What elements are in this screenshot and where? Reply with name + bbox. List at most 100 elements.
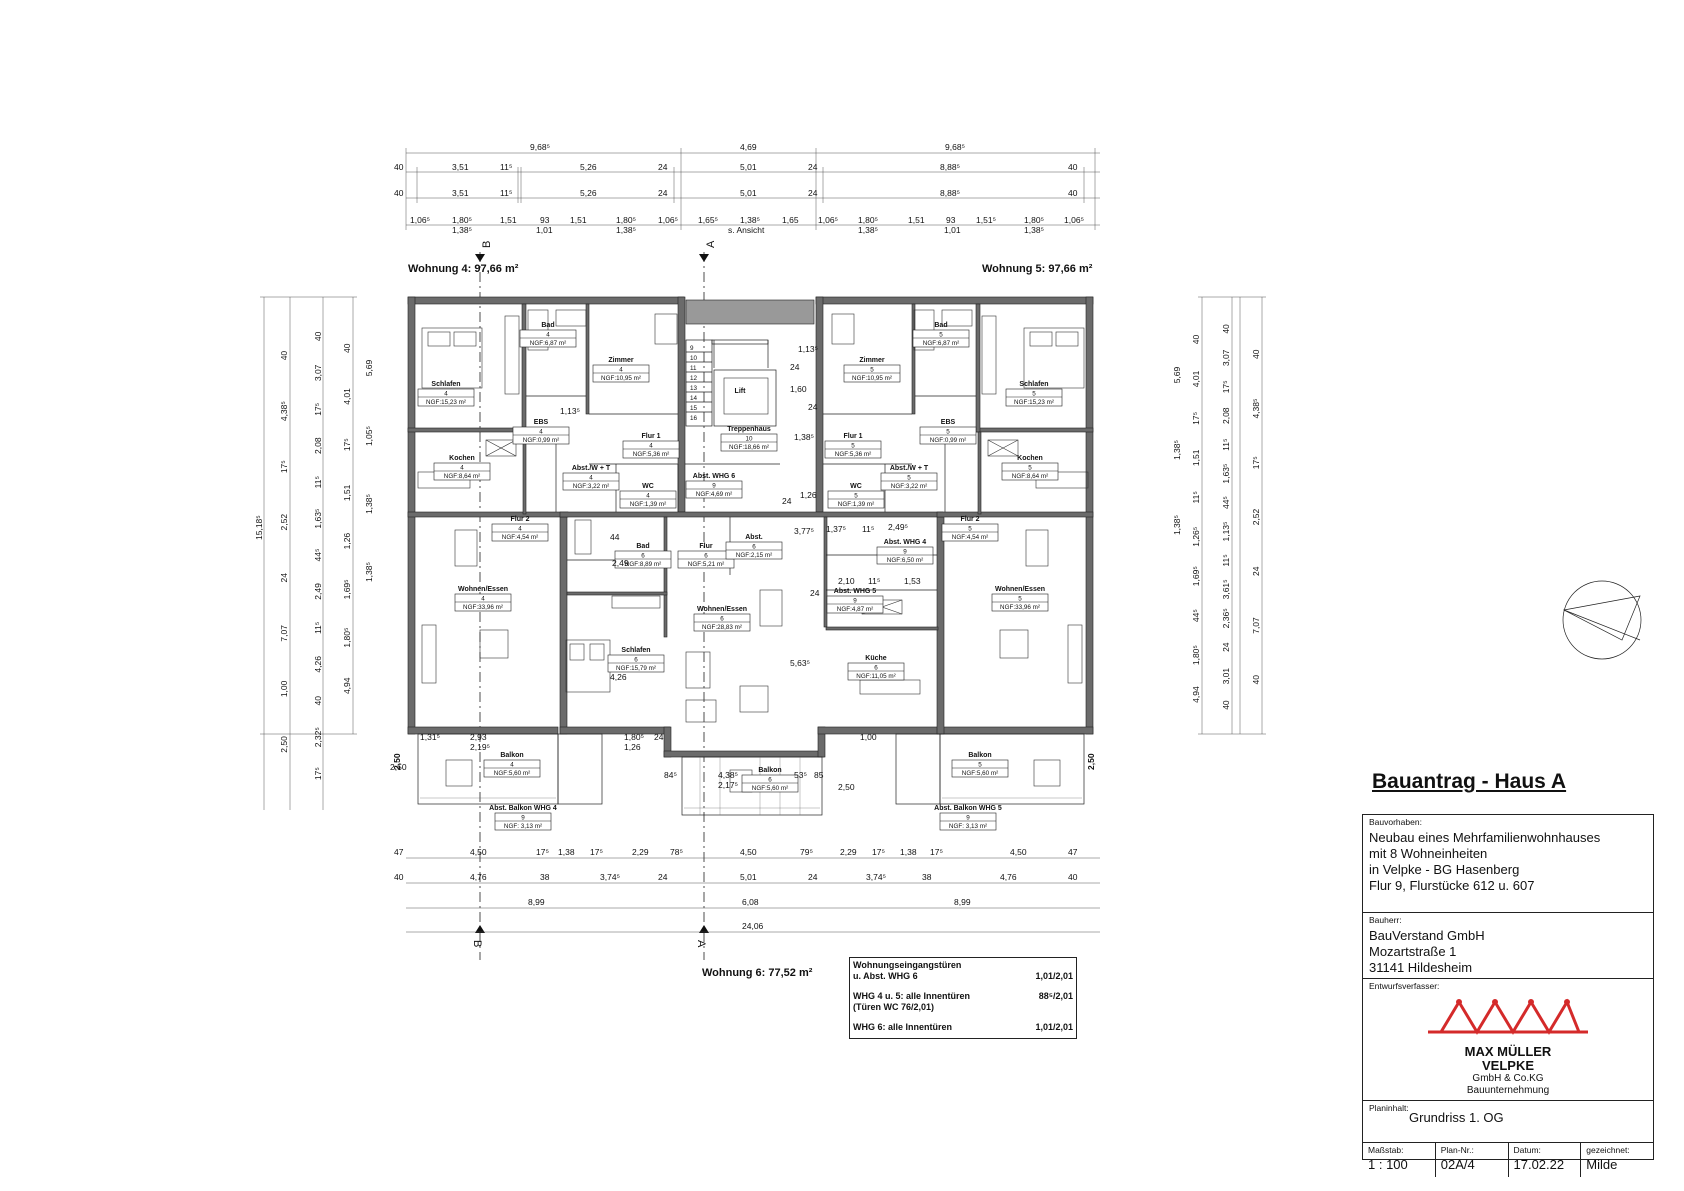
dim-top-4-7: 1,65⁵ bbox=[698, 215, 718, 225]
dim-top-2-4: 24 bbox=[658, 162, 668, 172]
dim-balcony-depth: 2,50 bbox=[392, 753, 402, 770]
room-area: NGF:1,39 m² bbox=[630, 501, 666, 508]
room-name: Abst. WHG 6 bbox=[693, 473, 735, 480]
dim-bottom-2-8: 38 bbox=[922, 872, 932, 882]
room-name: Wohnen/Essen bbox=[697, 606, 747, 613]
dim-right-col1: 1,26⁵ bbox=[1191, 527, 1201, 547]
building-walls bbox=[407, 296, 1094, 758]
dim-top-4-8: 1,38⁵ bbox=[740, 215, 760, 225]
sheet-meta-row: Maßstab:1 : 100 Plan-Nr.:02A/4 Datum:17.… bbox=[1363, 1143, 1653, 1177]
dim-left-outer: 15,18⁵ bbox=[254, 515, 264, 540]
dim-bottom-2-3: 3,74⁵ bbox=[600, 872, 620, 882]
dim-right-col2: 2,08 bbox=[1221, 407, 1231, 424]
room-name: Schlafen bbox=[621, 647, 650, 654]
owner-section: Bauherr: BauVerstand GmbH Mozartstraße 1… bbox=[1363, 913, 1653, 979]
furniture bbox=[417, 309, 1089, 793]
room-name: Flur bbox=[699, 543, 712, 550]
dim-interior: 1,26 bbox=[800, 490, 817, 500]
room-number: 6 bbox=[641, 553, 645, 560]
room-area-box bbox=[880, 472, 938, 491]
project-caption: Bauvorhaben: bbox=[1369, 817, 1422, 827]
dim-top-4-10: 1,06⁵ bbox=[818, 215, 838, 225]
room-area-box bbox=[607, 654, 665, 673]
room-area: NGF:0,99 m² bbox=[930, 437, 966, 444]
room-area-box bbox=[494, 812, 552, 831]
room-area: NGF:15,79 m² bbox=[616, 665, 656, 672]
dim-left-col2: 11⁵ bbox=[313, 622, 323, 634]
dim-bottom-3-0: 8,99 bbox=[528, 897, 545, 907]
dim-left-col2: 40 bbox=[313, 696, 323, 706]
dim-bottom-1: 4,50 bbox=[740, 847, 757, 857]
room-area: NGF:5,36 m² bbox=[835, 451, 871, 458]
room-area: NGF:4,87 m² bbox=[837, 606, 873, 613]
dim-right-col2: 3,01 bbox=[1221, 668, 1231, 685]
room-area-box bbox=[720, 433, 778, 452]
room-number: 6 bbox=[768, 777, 772, 784]
dim-left-col2: 3,07 bbox=[313, 364, 323, 381]
dim-top-4-4: 1,51 bbox=[570, 215, 587, 225]
room-area: NGF:10,95 m² bbox=[852, 375, 892, 382]
dim-bottom-1: 1,38 bbox=[900, 847, 917, 857]
room-area: NGF:33,96 m² bbox=[463, 604, 503, 611]
dim-top-4-12: 1,51 bbox=[908, 215, 925, 225]
dim-left-col2: 44⁵ bbox=[313, 549, 323, 562]
interior-lines bbox=[417, 339, 1085, 816]
dim-top-3-4: 24 bbox=[658, 188, 668, 198]
room-area: NGF: 3,13 m² bbox=[949, 823, 987, 830]
dim-right-col3: 17⁵ bbox=[1251, 456, 1261, 469]
room-number: 9 bbox=[712, 483, 716, 490]
plan-caption: Plan-Nr.: bbox=[1440, 1145, 1474, 1155]
room-number: 5 bbox=[854, 493, 858, 500]
room-area-box bbox=[919, 426, 977, 445]
dim-balcony-depth: 2,50 bbox=[1086, 753, 1096, 770]
dim-bottom-2-10: 40 bbox=[1068, 872, 1078, 882]
dim-right-col2: 11⁵ bbox=[1221, 554, 1231, 566]
dim-bottom-1: 47 bbox=[1068, 847, 1078, 857]
dim-top-4-5: 1,80⁵ bbox=[616, 215, 636, 225]
dim-interior: 24 bbox=[782, 496, 792, 506]
room-name: Flur 2 bbox=[960, 516, 979, 523]
room-area: NGF:6,87 m² bbox=[530, 340, 566, 347]
room-area-box bbox=[991, 593, 1049, 612]
room-area: NGF:15,23 m² bbox=[426, 399, 466, 406]
dim-bottom-2-1: 4,76 bbox=[470, 872, 487, 882]
dim-left-col2: 2,32⁵ bbox=[313, 727, 323, 747]
room-area-box bbox=[614, 550, 672, 569]
dim-right-col4: 1,38⁵ bbox=[1172, 515, 1182, 535]
dim-right-col2: 2,36⁵ bbox=[1221, 608, 1231, 628]
dim-left-col4: 1,38⁵ bbox=[364, 494, 374, 514]
room-name: Bad bbox=[541, 322, 554, 329]
room-area: NGF:33,96 m² bbox=[1000, 604, 1040, 611]
dim-interior: 2,10 bbox=[838, 576, 855, 586]
room-number: 10 bbox=[745, 436, 753, 443]
room-number: 5 bbox=[978, 762, 982, 769]
section-a-top: A bbox=[705, 240, 717, 248]
dim-top-4s-4: 1,01 bbox=[944, 225, 961, 235]
room-number: 9 bbox=[521, 815, 525, 822]
dim-bottom-1: 47 bbox=[394, 847, 404, 857]
dim-right-col2: 3,07 bbox=[1221, 349, 1231, 366]
project-line-1: Neubau eines Mehrfamilienwohnhauses bbox=[1369, 830, 1601, 845]
room-number: 6 bbox=[874, 665, 878, 672]
dim-right-col1: 44⁵ bbox=[1191, 609, 1201, 622]
dim-top-4-2: 1,51 bbox=[500, 215, 517, 225]
dim-top-3-7: 8,88⁵ bbox=[940, 188, 960, 198]
room-area: NGF:28,83 m² bbox=[702, 624, 742, 631]
room-area: NGF:4,54 m² bbox=[952, 534, 988, 541]
room-area: NGF:18,66 m² bbox=[729, 444, 769, 451]
room-number: 9 bbox=[966, 815, 970, 822]
section-b-top: B bbox=[481, 241, 493, 248]
room-name: Abst. Balkon WHG 4 bbox=[489, 805, 557, 812]
room-area-box bbox=[725, 541, 783, 560]
dim-interior: 2,50 bbox=[390, 762, 407, 772]
